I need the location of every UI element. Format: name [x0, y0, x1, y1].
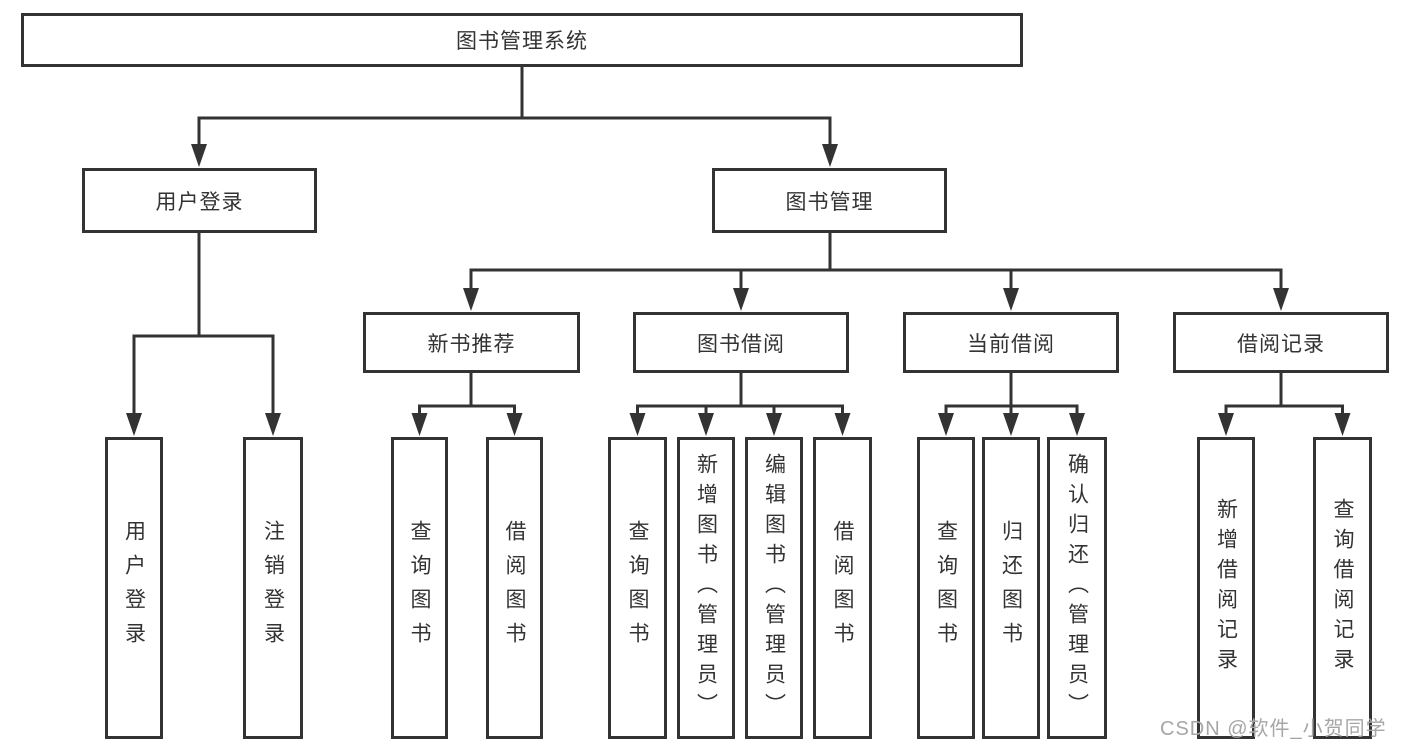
- node-book-manage: 图书管理: [712, 168, 947, 233]
- node-current-borrow: 当前借阅: [903, 312, 1119, 373]
- leaf-current-query-book: 查询图书: [917, 437, 975, 739]
- leaf-logout-label: 注销登录: [261, 520, 285, 656]
- node-user-login-label: 用户登录: [155, 190, 244, 214]
- connector-borrow-to-leaves: [629, 373, 851, 436]
- connector-records-to-leaves: [1218, 373, 1351, 436]
- leaf-user-login: 用户登录: [105, 437, 163, 739]
- leaf-logout: 注销登录: [243, 437, 303, 739]
- node-current-borrow-label: 当前借阅: [967, 332, 1055, 356]
- connector-current-to-leaves: [938, 373, 1085, 436]
- leaf-current-return-book-label: 归还图书: [999, 520, 1023, 656]
- leaf-records-add-record-label: 新增借阅记录: [1214, 498, 1238, 678]
- leaf-borrow-edit-book-admin-label: 编辑图书（管理员）: [762, 453, 786, 723]
- node-borrow-records-label: 借阅记录: [1237, 332, 1325, 356]
- leaf-current-return-book: 归还图书: [982, 437, 1040, 739]
- node-root-label: 图书管理系统: [456, 30, 588, 53]
- leaf-recommend-query-book-label: 查询图书: [408, 520, 431, 656]
- leaf-recommend-borrow-book-label: 借阅图书: [503, 520, 526, 656]
- connector-bookmanage-to-level3: [463, 233, 1289, 311]
- leaf-borrow-borrow-book-label: 借阅图书: [831, 520, 854, 656]
- node-book-borrow: 图书借阅: [633, 312, 849, 373]
- leaf-current-confirm-return-admin-label: 确认归还（管理员）: [1065, 453, 1089, 723]
- leaf-borrow-query-book-label: 查询图书: [626, 520, 649, 656]
- leaf-records-add-record: 新增借阅记录: [1197, 437, 1255, 739]
- leaf-current-confirm-return-admin: 确认归还（管理员）: [1047, 437, 1107, 739]
- leaf-borrow-query-book: 查询图书: [608, 437, 667, 739]
- leaf-current-query-book-label: 查询图书: [934, 520, 958, 656]
- node-user-login: 用户登录: [82, 168, 317, 233]
- leaf-borrow-borrow-book: 借阅图书: [813, 437, 872, 739]
- node-book-borrow-label: 图书借阅: [697, 332, 785, 356]
- csdn-watermark: CSDN @软件_小贺同学: [1160, 718, 1387, 740]
- node-book-manage-label: 图书管理: [785, 190, 874, 214]
- leaf-recommend-query-book: 查询图书: [391, 437, 448, 739]
- node-new-book-recommend: 新书推荐: [363, 312, 580, 373]
- connector-recommend-to-leaves: [411, 373, 523, 436]
- leaf-borrow-add-book-admin: 新增图书（管理员）: [677, 437, 735, 739]
- node-borrow-records: 借阅记录: [1173, 312, 1389, 373]
- leaf-user-login-label: 用户登录: [122, 520, 146, 656]
- connector-root-to-level2: [191, 67, 838, 167]
- leaf-records-query-record: 查询借阅记录: [1313, 437, 1372, 739]
- connector-userlogin-to-leaves: [126, 233, 281, 436]
- node-root: 图书管理系统: [21, 13, 1023, 67]
- leaf-borrow-edit-book-admin: 编辑图书（管理员）: [745, 437, 803, 739]
- leaf-recommend-borrow-book: 借阅图书: [486, 437, 543, 739]
- node-new-book-recommend-label: 新书推荐: [427, 332, 516, 356]
- leaf-records-query-record-label: 查询借阅记录: [1331, 498, 1354, 678]
- leaf-borrow-add-book-admin-label: 新增图书（管理员）: [694, 453, 718, 723]
